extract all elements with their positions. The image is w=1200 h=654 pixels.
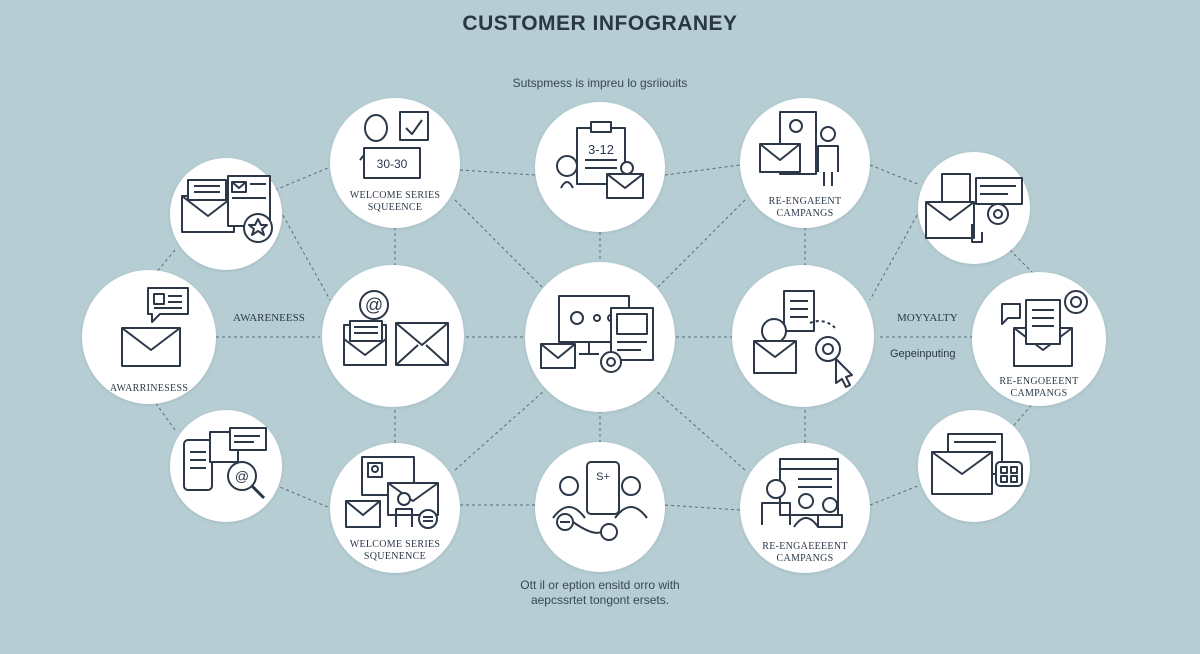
envelope-document-icon (1001, 290, 1088, 367)
node-gear-cursor (732, 265, 874, 407)
footer-line-1: Ott il or eption ensitd orro with (520, 578, 680, 592)
loyalty-label: MOYYALTY (897, 312, 958, 324)
welcome-bottom-icon (345, 456, 439, 529)
welcome-top-badge: 30-30 (377, 157, 408, 171)
gepeinputing-label: Gepeinputing (890, 348, 956, 360)
node-welcome-top: 30-30 WELCOME SERIES SQUEENCE (330, 98, 460, 228)
calendar-top-badge: 3-12 (588, 142, 614, 157)
envelope-chat-icon (121, 287, 189, 367)
reengage-right-label1: RE-ENGOEEENT (999, 376, 1079, 387)
welcome-top-label1: WELCOME SERIES (349, 190, 441, 201)
reengage-bottom-icon (761, 458, 843, 528)
awareness-mid-label: AWARENEESS (233, 312, 305, 324)
svg-text:@: @ (235, 468, 249, 484)
calendar-lightbulb-icon: 3-12 (556, 121, 644, 199)
node-awareness-left: AWARRINESESS (82, 270, 216, 404)
node-email-gear (918, 152, 1030, 264)
social-bottom-badge: S+ (596, 471, 610, 483)
reengage-right-label2: CAMPANGS (1010, 388, 1068, 399)
node-phone-search: @ (170, 410, 282, 522)
node-welcome-bottom: WELCOME SERIES SQUENENCE (330, 443, 460, 573)
node-calendar-top: 3-12 (535, 102, 665, 232)
node-newsletter-star (170, 158, 282, 270)
reengage-bottom-label2: CAMPANGS (776, 553, 834, 564)
reengage-top-label1: RE-ENGAEENT (768, 196, 842, 207)
node-reengage-top: RE-ENGAEENT CAMPANGS (740, 98, 870, 228)
reengage-bottom-label1: RE-ENGAEEEENT (762, 541, 848, 552)
node-social-bottom: S+ (535, 442, 665, 572)
envelope-apps-icon (931, 433, 1023, 495)
infographic-subtitle: Sutspmess is impreu lo gsriiouits (512, 76, 688, 90)
welcome-person-icon: 30-30 (359, 111, 429, 179)
svg-text:@: @ (365, 295, 383, 315)
welcome-bottom-label1: WELCOME SERIES (349, 539, 441, 550)
footer-line-2: aepcssrtet tongont ersets. (530, 593, 670, 607)
node-reengage-right: RE-ENGOEEENT CAMPANGS (972, 272, 1106, 406)
node-reengage-bottom: RE-ENGAEEEENT CAMPANGS (740, 443, 870, 573)
node-center-dashboard (525, 262, 675, 412)
email-at-icon: @ (343, 290, 449, 366)
dashboard-icon (540, 295, 654, 373)
email-gear-icon (925, 173, 1023, 243)
awareness-left-label: AWARRINESESS (109, 383, 189, 394)
welcome-bottom-label2: SQUENENCE (363, 551, 427, 562)
reengage-top-label2: CAMPANGS (776, 208, 834, 219)
node-envelope-apps (918, 410, 1030, 522)
reengage-person-icon (759, 111, 839, 186)
footer-note: Ott il or eption ensitd orro with aepcss… (420, 578, 780, 608)
phone-search-icon: @ (183, 427, 267, 500)
social-people-icon: S+ (552, 461, 648, 541)
newsletter-star-icon (181, 175, 273, 243)
infographic-title: CUSTOMER INFOGRANEY (462, 12, 738, 35)
gear-cursor-icon (753, 290, 853, 388)
welcome-top-label2: SQUEENCE (367, 202, 423, 213)
node-email-at: @ (322, 265, 464, 407)
